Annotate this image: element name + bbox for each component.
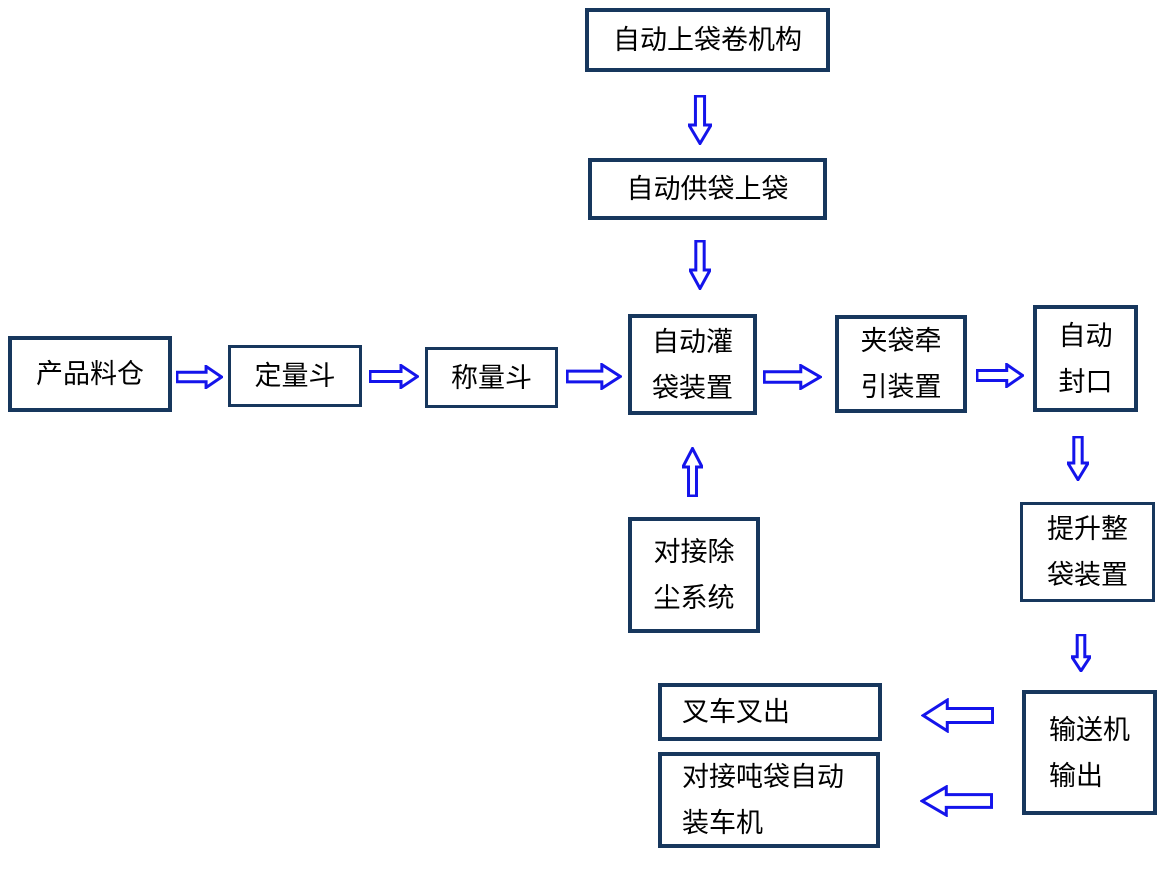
node-label-line: 输出 bbox=[1049, 760, 1103, 791]
node-label-line: 自动 bbox=[1058, 320, 1113, 351]
node-label-line: 封口 bbox=[1058, 366, 1113, 397]
node-label-line: 夹袋牵 bbox=[860, 326, 942, 356]
left-block-arrow-icon bbox=[921, 698, 994, 733]
left-block-arrow-icon bbox=[920, 785, 993, 817]
node-label-line: 自动灌 bbox=[652, 326, 733, 357]
up-block-arrow-icon bbox=[682, 447, 703, 497]
node-label-line: 输送机 bbox=[1049, 714, 1130, 745]
node-label: 称量斗 bbox=[451, 362, 532, 393]
node-label: 定量斗 bbox=[254, 361, 336, 391]
node-label-line: 提升整 bbox=[1047, 514, 1128, 544]
node-bag-lifting-device: 提升整 袋装置 bbox=[1020, 502, 1155, 602]
down-block-arrow-icon bbox=[688, 95, 712, 145]
node-label: 自动供袋上袋 bbox=[626, 174, 789, 204]
node-label-line: 装车机 bbox=[682, 808, 763, 838]
right-block-arrow-icon bbox=[566, 363, 622, 390]
node-label: 产品料仓 bbox=[36, 359, 144, 389]
node-label-line: 对接除 bbox=[653, 537, 735, 567]
node-dosing-hopper: 定量斗 bbox=[228, 345, 362, 407]
node-label: 叉车叉出 bbox=[682, 697, 790, 727]
down-block-arrow-icon bbox=[1067, 436, 1089, 481]
node-bag-clamp-traction-device: 夹袋牵 引装置 bbox=[835, 315, 967, 413]
node-conveyor-output: 输送机 输出 bbox=[1022, 690, 1157, 815]
node-bag-roll-mechanism: 自动上袋卷机构 bbox=[585, 8, 830, 72]
node-label-line: 袋装置 bbox=[1047, 560, 1128, 590]
node-label-line: 对接吨袋自动 bbox=[682, 762, 844, 792]
node-bag-filling-device: 自动灌 袋装置 bbox=[628, 314, 757, 415]
node-weighing-hopper: 称量斗 bbox=[425, 347, 558, 408]
node-bag-supply-loading: 自动供袋上袋 bbox=[588, 158, 827, 220]
down-block-arrow-icon bbox=[689, 240, 711, 290]
right-block-arrow-icon bbox=[763, 364, 822, 390]
down-block-arrow-icon bbox=[1071, 634, 1091, 672]
node-product-silo: 产品料仓 bbox=[8, 336, 172, 412]
node-auto-sealing: 自动 封口 bbox=[1033, 305, 1138, 412]
node-forklift-out: 叉车叉出 bbox=[658, 683, 882, 741]
node-label-line: 尘系统 bbox=[653, 583, 735, 613]
right-block-arrow-icon bbox=[176, 365, 223, 389]
right-block-arrow-icon bbox=[976, 363, 1024, 388]
node-dust-removal-system: 对接除 尘系统 bbox=[628, 517, 760, 633]
node-label: 自动上袋卷机构 bbox=[613, 25, 802, 55]
right-block-arrow-icon bbox=[369, 364, 419, 389]
node-label-line: 袋装置 bbox=[652, 372, 733, 403]
node-ton-bag-truck-loader: 对接吨袋自动 装车机 bbox=[658, 752, 880, 848]
node-label-line: 引装置 bbox=[860, 372, 942, 402]
